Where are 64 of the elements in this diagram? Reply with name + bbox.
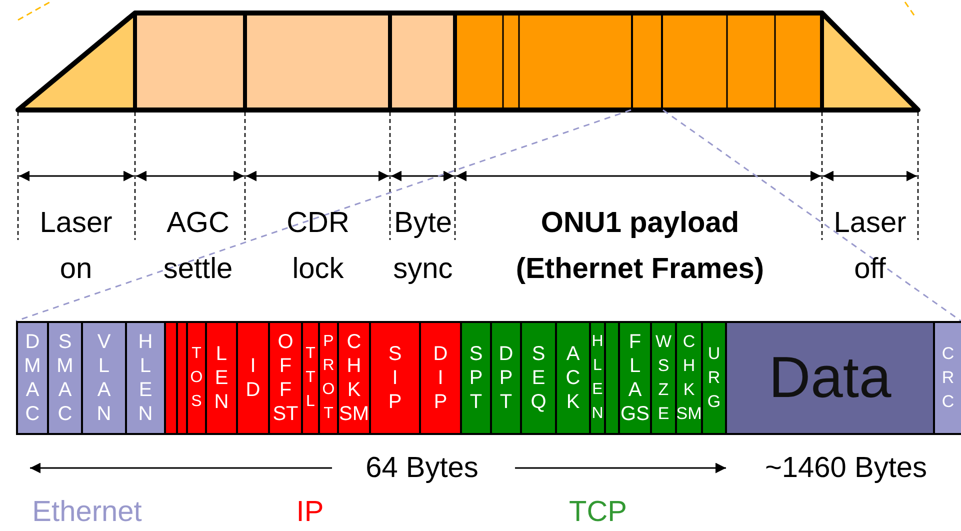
field-label: SIP (388, 342, 402, 414)
field-label: CRC (942, 343, 954, 413)
field-label: TOS (190, 344, 203, 412)
field-label: URG (707, 343, 721, 413)
header-field (127, 323, 164, 433)
header-field (303, 323, 318, 433)
field-label: WSZE (655, 331, 672, 425)
field-label: SPT (469, 342, 483, 414)
protocol-label: TCP (569, 495, 627, 530)
frame-segment (631, 13, 663, 110)
size-label: ~1460 Bytes (764, 451, 928, 486)
field-label: SEQ (530, 342, 546, 414)
field-label: ACK (566, 342, 580, 414)
field-label: HLEN (138, 330, 153, 426)
field-label: SMAC (56, 330, 74, 426)
segment-label: AGC settle (162, 206, 234, 287)
header-field (166, 323, 176, 433)
header-field (320, 323, 337, 433)
zoom-line (662, 109, 961, 322)
segment-label: Byte sync (392, 206, 454, 287)
header-field (49, 323, 81, 433)
field-label: OFFST (272, 330, 298, 426)
header-field (462, 323, 490, 433)
field-label: ID (246, 354, 260, 402)
header-field (492, 323, 520, 433)
header-field (703, 323, 725, 433)
field-label: DMAC (24, 330, 41, 426)
segment-label: Laser on (38, 206, 114, 287)
header-field (18, 323, 47, 433)
payload-field (727, 323, 933, 433)
field-label: HLEN (592, 332, 604, 424)
segment-label: ONU1 payload (Ethernet Frames) (514, 206, 766, 287)
field-label: LEN (214, 342, 229, 414)
header-field (620, 323, 650, 433)
field-label: DIP (433, 342, 448, 414)
field-label: CHKSM (339, 330, 369, 426)
header-field (238, 323, 268, 433)
protocol-label: IP (296, 495, 324, 530)
segment-label: CDR lock (286, 206, 350, 287)
header-field (371, 323, 419, 433)
header-field (522, 323, 555, 433)
header-field (188, 323, 205, 433)
header-field (83, 323, 125, 433)
field-label: CHKSM (677, 331, 701, 425)
field-label: Data (768, 346, 892, 410)
header-field (421, 323, 460, 433)
field-label: TTL (306, 344, 316, 412)
frame-format-bar (16, 321, 961, 435)
segment-label: Laser off (832, 206, 908, 287)
field-label: FLAGS (620, 330, 650, 426)
header-field (652, 323, 675, 433)
field-label: VLAN (96, 330, 112, 426)
header-field (178, 323, 186, 433)
field-label: PROT (322, 332, 335, 424)
zoom-line (16, 109, 632, 322)
header-field (606, 323, 618, 433)
header-field (591, 323, 604, 433)
field-label: DPT (498, 342, 514, 414)
header-field (935, 323, 961, 433)
header-field (207, 323, 236, 433)
header-field (557, 323, 589, 433)
header-field (270, 323, 301, 433)
protocol-label: Ethernet (32, 495, 142, 530)
size-label: 64 Bytes (366, 451, 478, 486)
